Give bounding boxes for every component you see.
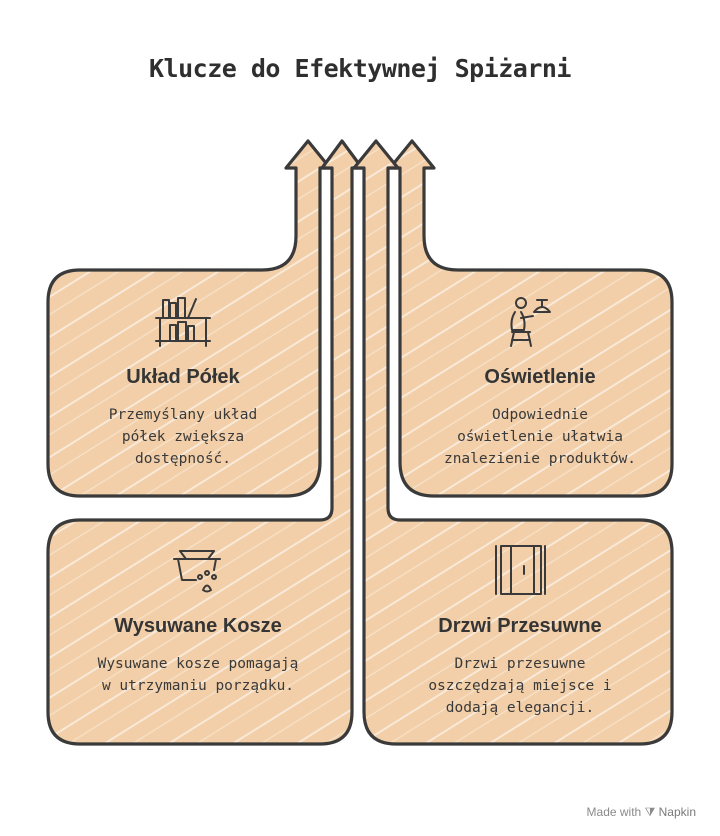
credit-brand: Napkin [658,805,696,819]
card-shape-doors [352,139,674,746]
page-title: Klucze do Efektywnej Spiżarni [149,54,572,83]
sliding-door-icon [495,545,546,595]
card-title-shelves: Układ Półek [126,366,240,388]
card-shape-baskets [46,139,364,746]
card-title-lighting: Oświetlenie [484,366,596,388]
card-description-shelves: Przemyślany układ półek zwiększa dostępn… [108,407,258,467]
made-with-credit[interactable]: Made with ⧩ Napkin [587,805,696,820]
card-title-doors: Drzwi Przesuwne [438,615,602,637]
card-description-doors: Drzwi przesuwne oszczędzają miejsce i do… [428,656,612,716]
napkin-logo-icon: ⧩ [644,805,656,819]
card-title-baskets: Wysuwane Kosze [114,615,282,637]
bookshelf-icon [155,297,211,347]
card-description-lighting: Odpowiednie oświetlenie ułatwia znalezie… [443,407,637,467]
card-shape-lighting [388,139,674,498]
pull-out-basket-icon [173,550,221,593]
card-description-baskets: Wysuwane kosze pomagają w utrzymaniu por… [97,656,299,694]
person-with-lamp-icon [510,297,551,347]
credit-prefix: Made with [586,805,642,819]
